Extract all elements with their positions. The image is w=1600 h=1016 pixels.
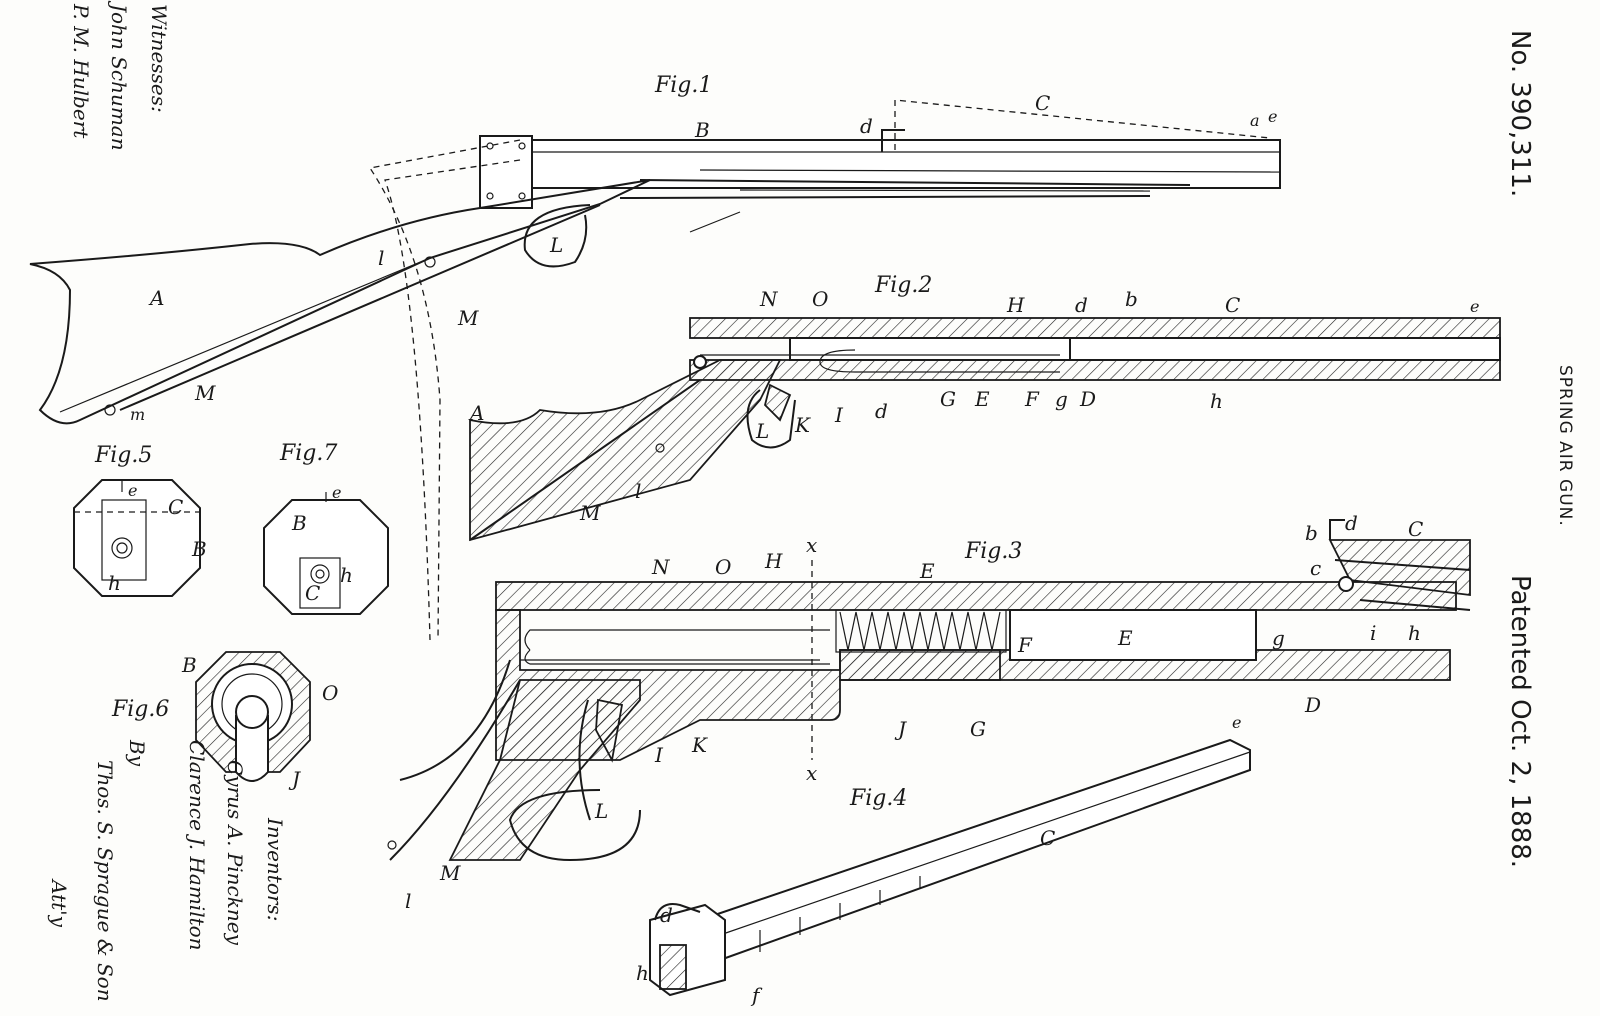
fig5-label: Fig.5 xyxy=(94,443,152,468)
patent-title: SPRING AIR GUN. xyxy=(1555,365,1575,527)
fig4-label: Fig.4 xyxy=(849,786,907,811)
label-d-fig2: d xyxy=(1075,293,1088,317)
attorney-name: Thos. S. Sprague & Son xyxy=(93,760,117,1002)
label-b-fig2: b xyxy=(1125,287,1138,311)
label-F-fig3: F xyxy=(1017,633,1033,657)
label-h-fig7: h xyxy=(340,563,353,587)
label-K-fig2: K xyxy=(794,413,811,437)
label-d-fig4: d xyxy=(660,903,673,927)
witness-name-1: John Schuman xyxy=(107,0,131,151)
label-f-fig4: f xyxy=(750,983,763,1007)
label-a-fig1: a xyxy=(1250,111,1260,130)
label-H-fig2: H xyxy=(1006,293,1025,317)
label-O-fig6: O xyxy=(322,681,338,705)
label-L-fig3: L xyxy=(594,799,608,823)
patent-date: Patented Oct. 2, 1888. xyxy=(1505,575,1535,868)
label-C-fig5: C xyxy=(168,495,183,519)
label-I-fig2: I xyxy=(834,403,844,427)
fig7-drawing xyxy=(264,492,388,614)
label-D-fig3: D xyxy=(1304,693,1321,717)
label-E-spring-fig3: E xyxy=(919,559,935,583)
label-L-fig1: L xyxy=(549,233,563,257)
label-g-fig2: g xyxy=(1055,387,1068,411)
label-D-fig2: D xyxy=(1079,387,1096,411)
label-h-fig3: h xyxy=(1408,621,1421,645)
label-N-fig3: N xyxy=(651,555,671,579)
label-h-fig5: h xyxy=(108,571,121,595)
label-G-fig3: G xyxy=(970,717,986,741)
fig2-drawing xyxy=(470,318,1500,540)
label-e-fig1: e xyxy=(1268,107,1277,126)
witness-name-2: P. M. Hulbert xyxy=(69,3,93,139)
label-C-fig7: C xyxy=(305,581,320,605)
label-C-fig1: C xyxy=(1035,91,1050,115)
label-e-fig2: e xyxy=(1470,297,1479,316)
label-O-fig3: O xyxy=(715,555,731,579)
label-F-fig2: F xyxy=(1024,387,1040,411)
attorney-suffix: Att'y xyxy=(47,878,71,928)
label-h-fig4: h xyxy=(636,961,649,985)
label-C-fig4: C xyxy=(1040,826,1055,850)
fig1-label: Fig.1 xyxy=(654,73,712,98)
patent-number: No. 390,311. xyxy=(1505,30,1535,197)
label-O-fig2: O xyxy=(812,287,828,311)
label-B-fig7: B xyxy=(291,511,307,535)
label-e-fig7: e xyxy=(332,483,341,502)
label-B-fig6: B xyxy=(181,653,197,677)
label-C-fig3: C xyxy=(1408,517,1423,541)
label-x-bottom-fig3: x xyxy=(806,761,817,785)
fig7-label: Fig.7 xyxy=(279,441,337,466)
label-B-fig1: B xyxy=(694,118,710,142)
label-E-fig2: E xyxy=(974,387,990,411)
label-d-fig3: d xyxy=(1345,511,1358,535)
label-l-fig3: l xyxy=(405,889,411,913)
label-J-fig6: J xyxy=(288,767,301,791)
label-M-fig1: M xyxy=(194,381,216,405)
label-d2-fig2: d xyxy=(875,399,888,423)
label-e-fig5: e xyxy=(128,481,137,500)
label-i-fig3: i xyxy=(1370,621,1376,645)
inventor-name-2: Clarence J. Hamilton xyxy=(185,740,209,951)
fig4-drawing xyxy=(650,740,1250,995)
fig6-drawing xyxy=(196,652,310,781)
label-E-fig3: E xyxy=(1117,626,1133,650)
fig3-label: Fig.3 xyxy=(964,539,1022,564)
label-e-fig4: e xyxy=(1232,713,1241,732)
label-I-fig3: I xyxy=(654,743,664,767)
label-A-fig2: A xyxy=(468,401,484,425)
label-M-fig2: M xyxy=(579,501,601,525)
witnesses-label: Witnesses: xyxy=(147,4,171,113)
label-H-fig3: H xyxy=(764,549,783,573)
inventors-label: Inventors: xyxy=(263,817,287,921)
label-M-dashed-fig1: M xyxy=(457,306,479,330)
label-m-fig1: m xyxy=(130,405,145,424)
label-l-fig2: l xyxy=(635,479,641,503)
label-G-fig2: G xyxy=(940,387,956,411)
inventor-name-1: Cyrus A. Pinckney xyxy=(223,760,247,946)
label-A-fig1: A xyxy=(148,286,164,310)
label-l-fig1: l xyxy=(378,246,384,270)
label-h-fig2: h xyxy=(1210,389,1223,413)
by-label: By xyxy=(125,739,149,767)
label-M-fig3: M xyxy=(439,861,461,885)
label-N-fig2: N xyxy=(759,287,779,311)
fig6-label: Fig.6 xyxy=(111,697,169,722)
label-x-top-fig3: x xyxy=(806,533,817,557)
label-K-fig3: K xyxy=(691,733,708,757)
label-J-fig3: J xyxy=(894,717,907,741)
label-b-fig3: b xyxy=(1305,521,1318,545)
label-L-fig2: L xyxy=(755,419,769,443)
fig2-label: Fig.2 xyxy=(874,273,932,298)
label-g-fig3: g xyxy=(1272,626,1285,650)
label-c-fig3: c xyxy=(1310,556,1321,580)
label-B-fig5: B xyxy=(191,537,207,561)
label-d-fig1: d xyxy=(860,114,873,138)
label-C-fig2: C xyxy=(1225,293,1240,317)
